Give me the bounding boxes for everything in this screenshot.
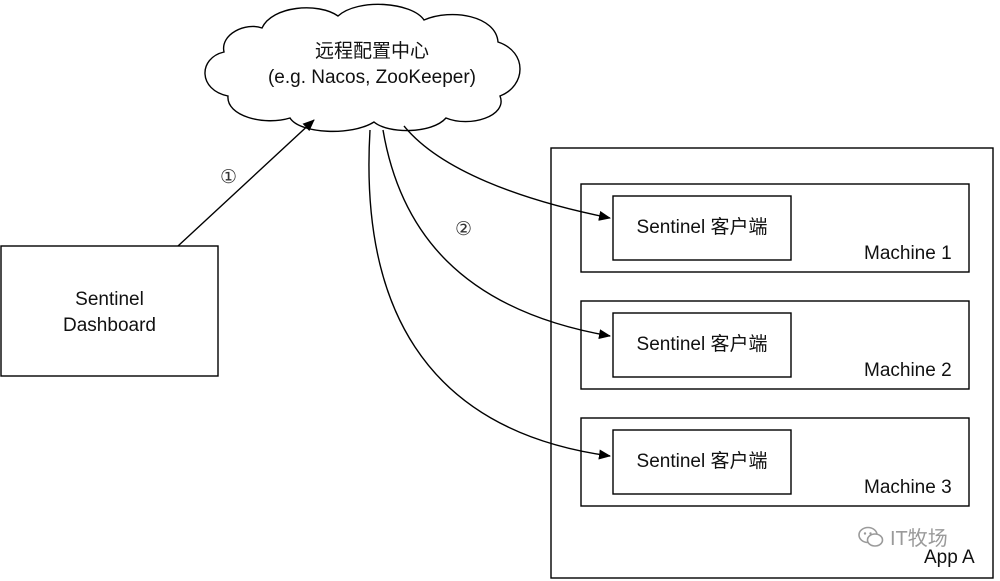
client-label-2: Sentinel 客户端 (636, 334, 768, 355)
dashboard-label-line2: Dashboard (63, 315, 156, 336)
config-center-subtitle: (e.g. Nacos, ZooKeeper) (267, 67, 477, 88)
machine-label-1: Machine 1 (864, 243, 952, 264)
step-2-marker: ② (455, 219, 473, 240)
config-center-title: 远程配置中心 (314, 41, 429, 62)
dashboard-label-line1: Sentinel (75, 289, 144, 310)
machine-label-3: Machine 3 (864, 477, 952, 498)
watermark-text: IT牧场 (890, 528, 948, 550)
config-center-cloud (204, 3, 521, 132)
sync-arrow-1 (403, 125, 611, 221)
sync-arrow-2 (382, 129, 611, 340)
machine-label-2: Machine 2 (864, 360, 952, 381)
client-box (612, 195, 792, 261)
watermark: IT牧场 (858, 522, 948, 551)
client-label-1: Sentinel 客户端 (636, 217, 768, 238)
dashboard-box (0, 245, 219, 377)
step-1-marker: ① (220, 167, 238, 188)
wechat-icon (858, 526, 884, 547)
push-arrow (177, 119, 315, 247)
app-label: App A (924, 547, 975, 568)
client-label-3: Sentinel 客户端 (636, 451, 768, 472)
client-box (612, 429, 792, 495)
client-box (612, 312, 792, 378)
sync-arrow-3 (368, 129, 611, 460)
